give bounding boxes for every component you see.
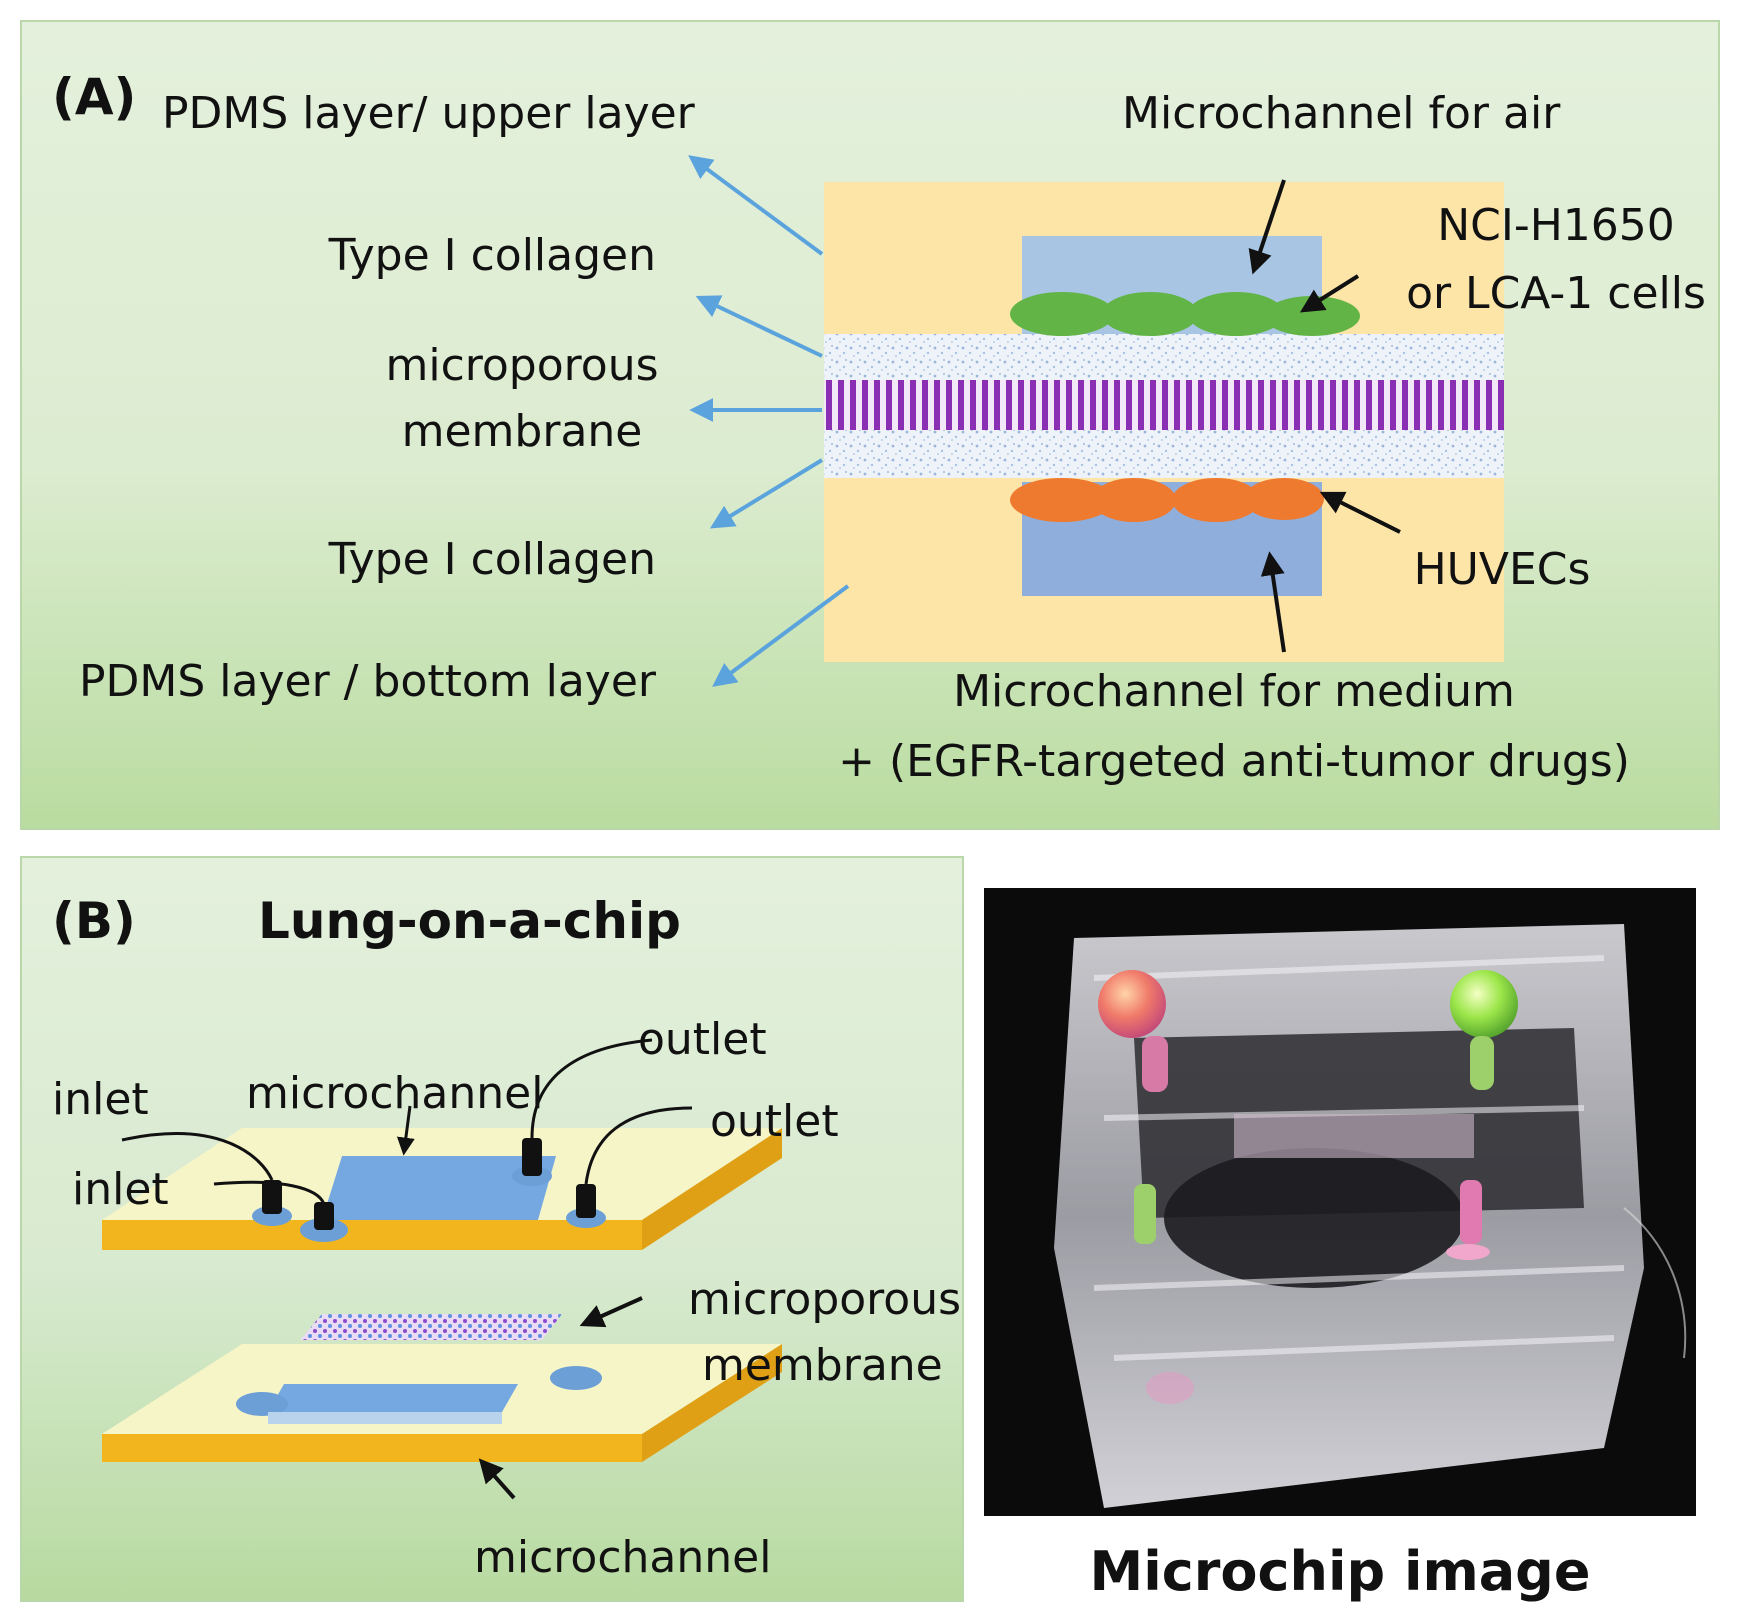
label-pdms-upper: PDMS layer/ upper layer: [162, 88, 696, 139]
huvec-cell-layer: [1010, 478, 1324, 522]
label-cells-line2: or LCA-1 cells: [1406, 268, 1706, 319]
arrow-collagen-bottom: [709, 458, 824, 529]
label-air-channel: Microchannel for air: [1122, 88, 1561, 139]
arrow-pdms-upper: [688, 155, 824, 256]
label-outlet-2: outlet: [710, 1096, 839, 1147]
label-pdms-bottom: PDMS layer / bottom layer: [79, 656, 657, 707]
label-medium-line2: + (EGFR-targeted anti-tumor drugs): [838, 736, 1630, 787]
label-membrane-1: microporous: [688, 1274, 961, 1325]
label-medium-line1: Microchannel for medium: [953, 666, 1515, 717]
panel-b: (B) Lung-on-a-chip: [20, 856, 964, 1602]
label-microchannel-top: microchannel: [246, 1068, 543, 1119]
label-membrane-2: membrane: [702, 1340, 943, 1391]
label-collagen-bottom: Type I collagen: [328, 534, 656, 585]
inlet-line-2: [213, 1180, 326, 1205]
label-collagen-top: Type I collagen: [328, 230, 656, 281]
panel-b-title: Lung-on-a-chip: [258, 892, 681, 950]
label-inlet-2: inlet: [72, 1164, 169, 1215]
tumor-cell-layer: [1010, 292, 1360, 336]
label-huvecs: HUVECs: [1414, 544, 1591, 595]
label-membrane-line1: microporous: [385, 340, 658, 391]
photo-caption: Microchip image: [1089, 1540, 1591, 1603]
microchip-photo: [984, 888, 1696, 1516]
arrow-collagen-top: [695, 295, 823, 358]
label-outlet-1: outlet: [638, 1014, 767, 1065]
microporous-membrane: [824, 380, 1504, 430]
arrow-bottom-microchannel: [478, 1458, 516, 1500]
panel-a-tag: (A): [52, 68, 136, 126]
arrow-huvecs: [1319, 491, 1401, 534]
outlet-line-1: [530, 1038, 653, 1139]
microchip-photo-render: [984, 888, 1696, 1516]
inlet-line-1: [121, 1132, 274, 1181]
arrow-pdms-bottom: [712, 584, 850, 687]
panel-a-diagram: (A) PDMS layer/ upper layer Type I colla…: [52, 68, 1706, 787]
label-membrane-line2: membrane: [402, 406, 643, 457]
outlet-line-2: [584, 1106, 693, 1185]
arrow-membrane: [579, 1296, 643, 1328]
bottom-microchannel: [236, 1366, 602, 1424]
panel-b-tag: (B): [52, 892, 136, 950]
arrow-air-channel: [1248, 179, 1286, 275]
membrane-sheet: [300, 1314, 562, 1340]
arrow-tumor-cells: [1299, 274, 1360, 313]
panel-a: (A) PDMS layer/ upper layer Type I colla…: [20, 20, 1720, 830]
label-inlet-1: inlet: [52, 1074, 149, 1125]
port-tubes: [262, 1138, 596, 1230]
arrow-medium-channel: [1260, 551, 1286, 653]
label-microchannel-bottom: microchannel: [474, 1532, 771, 1583]
label-cells-line1: NCI-H1650: [1437, 200, 1675, 251]
panel-b-diagram: (B) Lung-on-a-chip: [52, 892, 961, 1583]
arrow-top-microchannel: [396, 1105, 415, 1156]
